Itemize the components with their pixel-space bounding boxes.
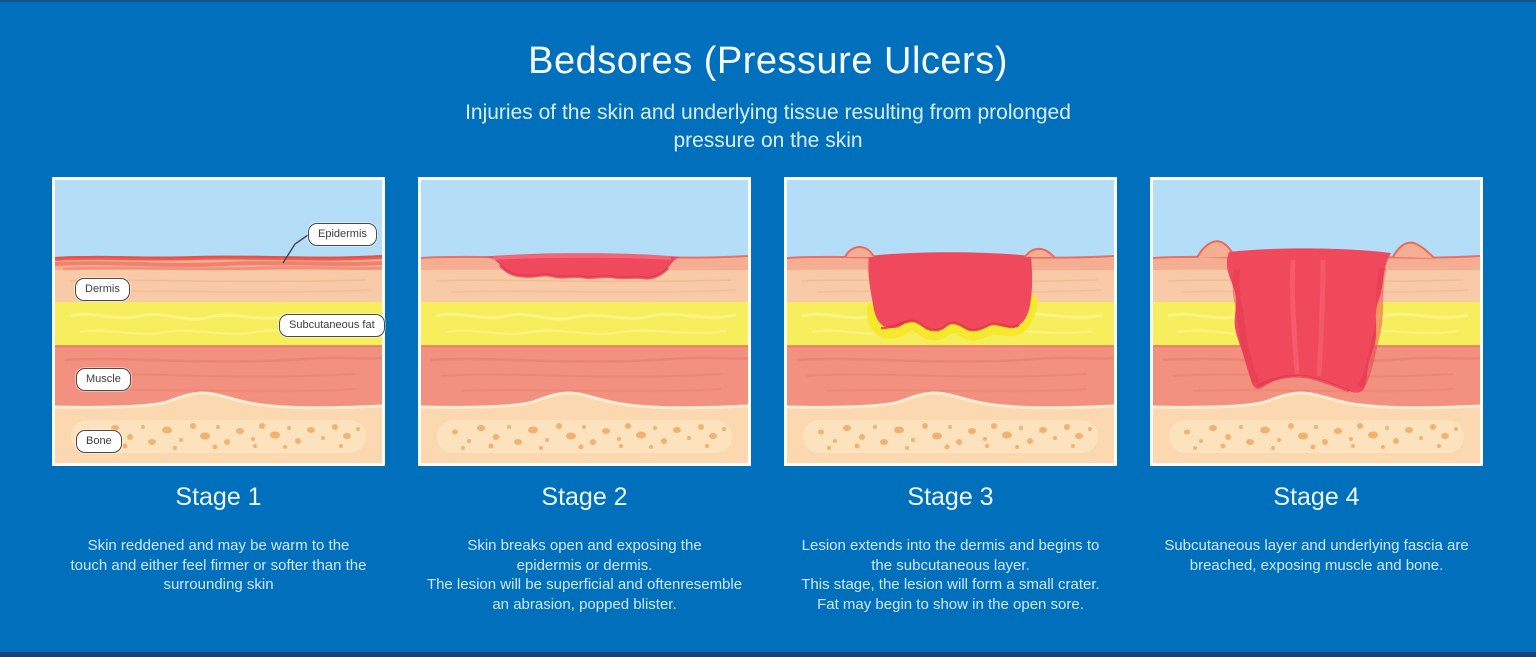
stage-1-caption: Stage 1 Skin reddened and may be warm to…	[52, 483, 385, 614]
page-subtitle: Injuries of the skin and underlying tiss…	[465, 101, 1071, 152]
stage-2-skin-illustration	[421, 180, 748, 463]
stage-3-title: Stage 3	[907, 483, 994, 511]
stage-3-caption: Stage 3 Lesion extends into the dermis a…	[784, 483, 1117, 614]
stage-2-caption: Stage 2 Skin breaks open and exposing th…	[418, 483, 751, 614]
stage-2-description: Skin breaks open and exposing the epider…	[426, 537, 743, 613]
stage-4-skin-illustration	[1153, 180, 1480, 463]
header: Bedsores (Pressure Ulcers) Injuries of t…	[0, 40, 1536, 155]
bone-label: Bone	[76, 430, 122, 453]
stage-1-description: Skin reddened and may be warm to the tou…	[70, 537, 367, 593]
stage-4-caption: Stage 4 Subcutaneous layer and underlyin…	[1150, 483, 1483, 614]
dermis-label: Dermis	[75, 278, 130, 301]
epidermis-label: Epidermis	[308, 223, 377, 246]
muscle-label: Muscle	[76, 368, 131, 391]
subcutaneous-fat-label: Subcutaneous fat	[279, 314, 385, 337]
page-title: Bedsores (Pressure Ulcers)	[528, 40, 1008, 82]
stage-2-panel	[418, 177, 751, 466]
stage-panels-row: Epidermis Dermis Subcutaneous fat Muscle…	[52, 177, 1483, 466]
stage-4-panel	[1150, 177, 1483, 466]
bottom-edge-strip	[0, 652, 1536, 657]
top-edge-strip	[0, 0, 1536, 2]
stage-captions-row: Stage 1 Skin reddened and may be warm to…	[52, 483, 1483, 614]
stage-3-panel	[784, 177, 1117, 466]
stage-1-title: Stage 1	[175, 483, 262, 511]
stage-1-panel: Epidermis Dermis Subcutaneous fat Muscle…	[52, 177, 385, 466]
stage-2-title: Stage 2	[541, 483, 628, 511]
stage-4-title: Stage 4	[1273, 483, 1360, 511]
stage-3-description: Lesion extends into the dermis and begin…	[801, 537, 1100, 613]
stage-4-description: Subcutaneous layer and underlying fascia…	[1164, 537, 1469, 574]
stage-1-skin-illustration	[55, 180, 382, 463]
stage-3-skin-illustration	[787, 180, 1114, 463]
